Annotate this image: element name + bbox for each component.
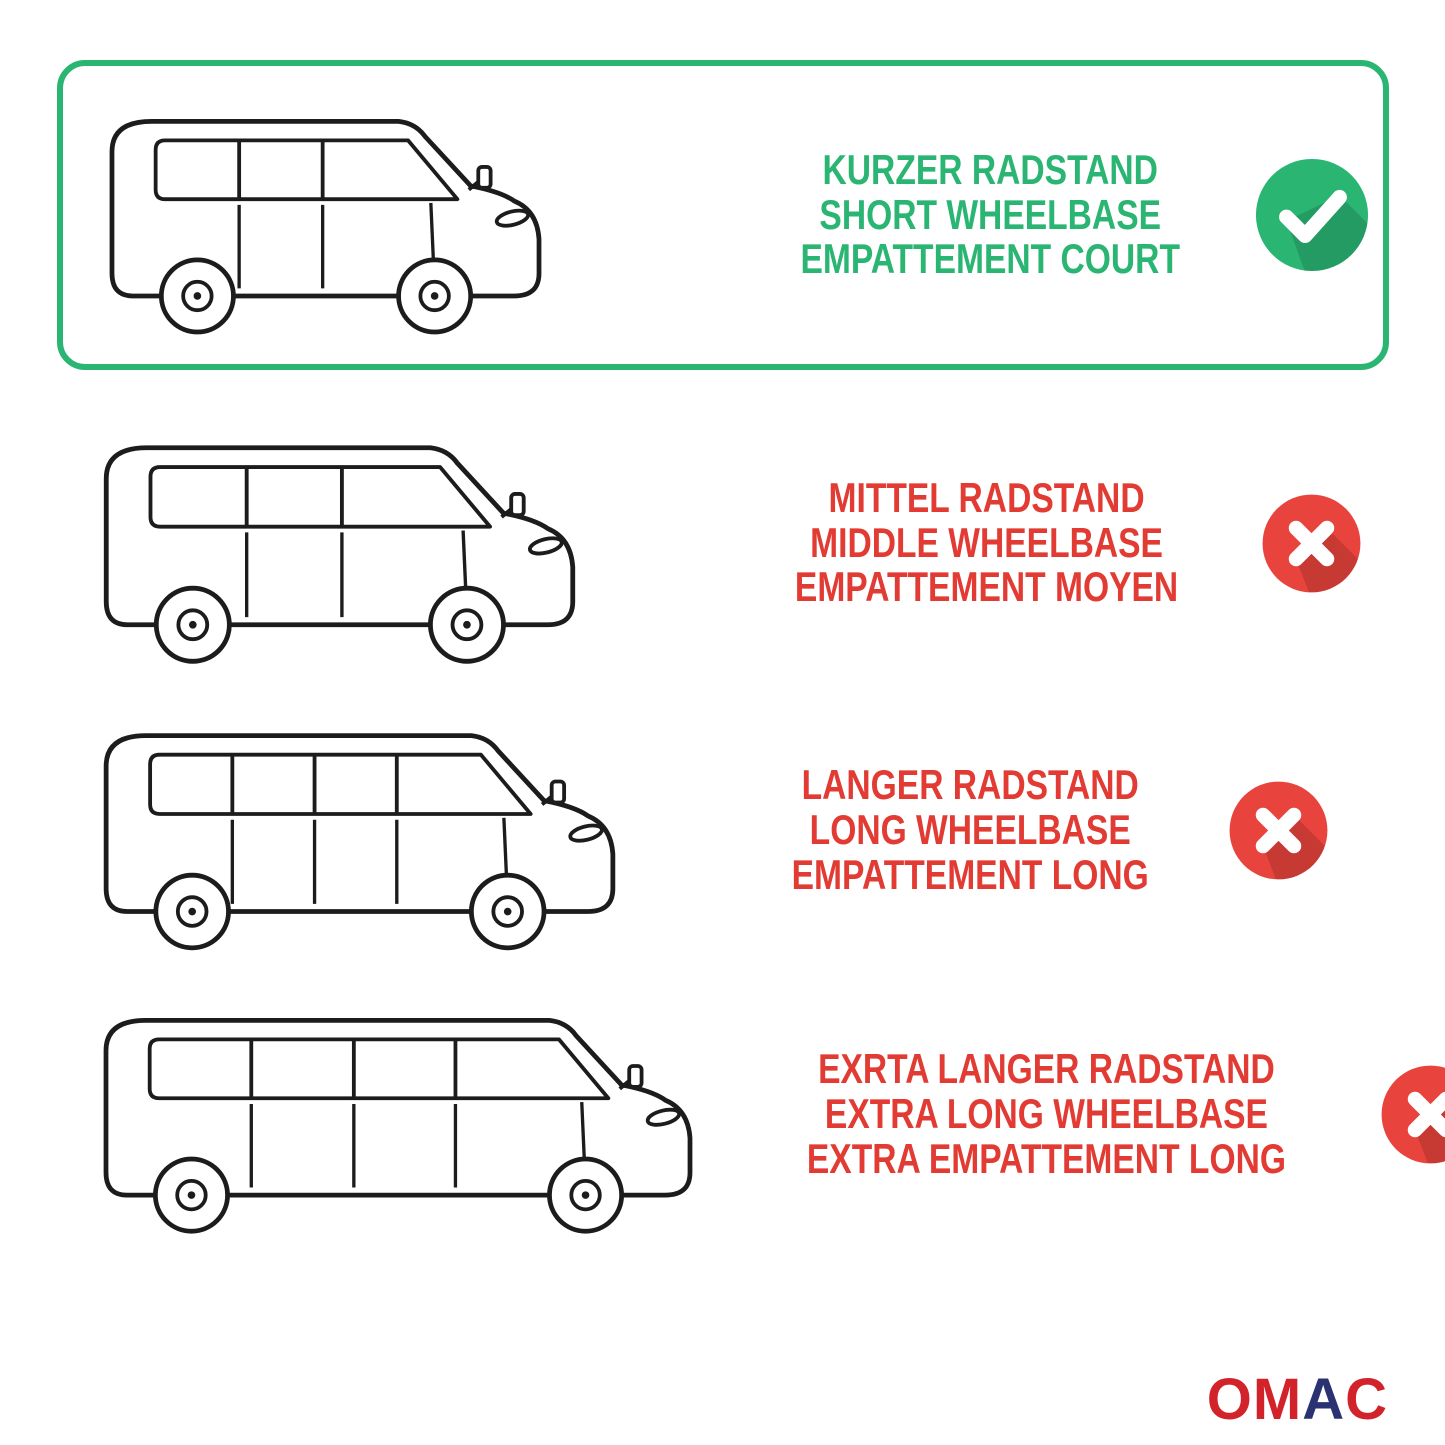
check-icon <box>1256 158 1369 272</box>
option-row-short-wheelbase: KURZER RADSTAND SHORT WHEELBASE EMPATTEM… <box>57 60 1389 370</box>
label-line-fr: EXTRA EMPATTEMENT LONG <box>806 1134 1286 1182</box>
cross-icon <box>1229 781 1328 880</box>
status-cell <box>1227 156 1397 274</box>
label-line-fr: EMPATTEMENT MOYEN <box>794 563 1179 611</box>
brand-logo: OMAC <box>1207 1371 1388 1429</box>
status-cell <box>1346 1063 1445 1166</box>
label-line-fr: EMPATTEMENT LONG <box>791 850 1149 898</box>
van-long-icon <box>87 705 747 956</box>
option-row-extra-long-wheelbase: EXRTA LANGER RADSTAND EXTRA LONG WHEELBA… <box>57 962 1445 1267</box>
label-line-fr: EMPATTEMENT COURT <box>800 235 1180 283</box>
van-extra-long-icon <box>87 990 747 1239</box>
option-row-middle-wheelbase: MITTEL RADSTAND MIDDLE WHEELBASE EMPATTE… <box>57 408 1389 678</box>
label-line-en: SHORT WHEELBASE <box>819 190 1162 238</box>
option-label-extra-long: EXRTA LANGER RADSTAND EXTRA LONG WHEELBA… <box>806 1045 1286 1182</box>
van-middle-icon <box>87 417 747 669</box>
label-line-en: LONG WHEELBASE <box>809 806 1131 854</box>
cross-icon <box>1262 494 1361 592</box>
option-label-short: KURZER RADSTAND SHORT WHEELBASE EMPATTEM… <box>800 145 1180 283</box>
brand-logo-part: C <box>1345 1367 1388 1432</box>
option-label-middle: MITTEL RADSTAND MIDDLE WHEELBASE EMPATTE… <box>794 473 1179 611</box>
label-line-de: LANGER RADSTAND <box>801 761 1139 809</box>
status-cell <box>1226 492 1396 595</box>
label-line-en: EXTRA LONG WHEELBASE <box>824 1090 1268 1138</box>
option-label-long: LANGER RADSTAND LONG WHEELBASE EMPATTEME… <box>791 761 1149 898</box>
label-line-en: MIDDLE WHEELBASE <box>810 518 1163 566</box>
van-short-icon <box>93 91 753 340</box>
label-line-de: MITTEL RADSTAND <box>828 473 1145 521</box>
brand-logo-part: OM <box>1206 1367 1303 1432</box>
label-line-de: KURZER RADSTAND <box>822 145 1158 193</box>
status-cell <box>1193 779 1363 882</box>
cross-icon <box>1381 1065 1445 1164</box>
option-row-long-wheelbase: LANGER RADSTAND LONG WHEELBASE EMPATTEME… <box>57 688 1389 973</box>
brand-logo-part: A <box>1302 1367 1346 1432</box>
label-line-de: EXRTA LANGER RADSTAND <box>818 1045 1275 1093</box>
